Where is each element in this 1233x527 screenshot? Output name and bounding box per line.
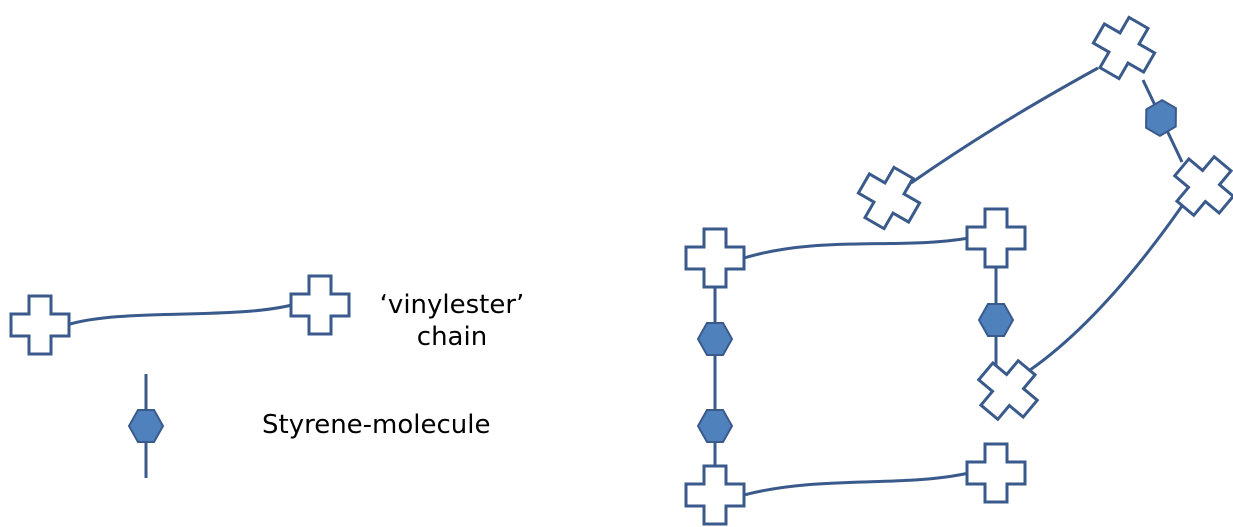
cross-icon xyxy=(965,347,1051,433)
chain-line xyxy=(1029,205,1184,372)
network-structure xyxy=(684,6,1233,526)
styrene-label: Styrene-molecule xyxy=(262,410,491,440)
cross-icon xyxy=(1161,143,1233,229)
cross-icon xyxy=(9,294,71,356)
cross-icon xyxy=(847,156,931,240)
cross-icon xyxy=(289,274,351,336)
chain-label-line1: ‘vinylester’ xyxy=(379,290,525,320)
hexagon-icon xyxy=(128,409,164,443)
cross-icon xyxy=(965,207,1027,269)
chain-line xyxy=(743,471,970,497)
chain-line xyxy=(743,236,970,260)
chain-line xyxy=(910,66,1099,185)
cross-icon xyxy=(684,464,746,526)
chain-line xyxy=(66,303,293,327)
cross-icon xyxy=(965,442,1027,504)
cross-icon xyxy=(1082,6,1166,90)
legend-styrene-molecule xyxy=(128,374,164,478)
chain-label-line2: chain xyxy=(416,322,488,352)
legend-vinylester-chain xyxy=(9,274,351,356)
hexagon-icon xyxy=(978,303,1014,337)
hexagon-icon xyxy=(697,322,733,356)
hexagon-icon xyxy=(697,409,733,443)
chain-label: ‘vinylester’ chain xyxy=(368,289,536,353)
hexagon-icon xyxy=(1137,94,1185,142)
cross-icon xyxy=(684,227,746,289)
